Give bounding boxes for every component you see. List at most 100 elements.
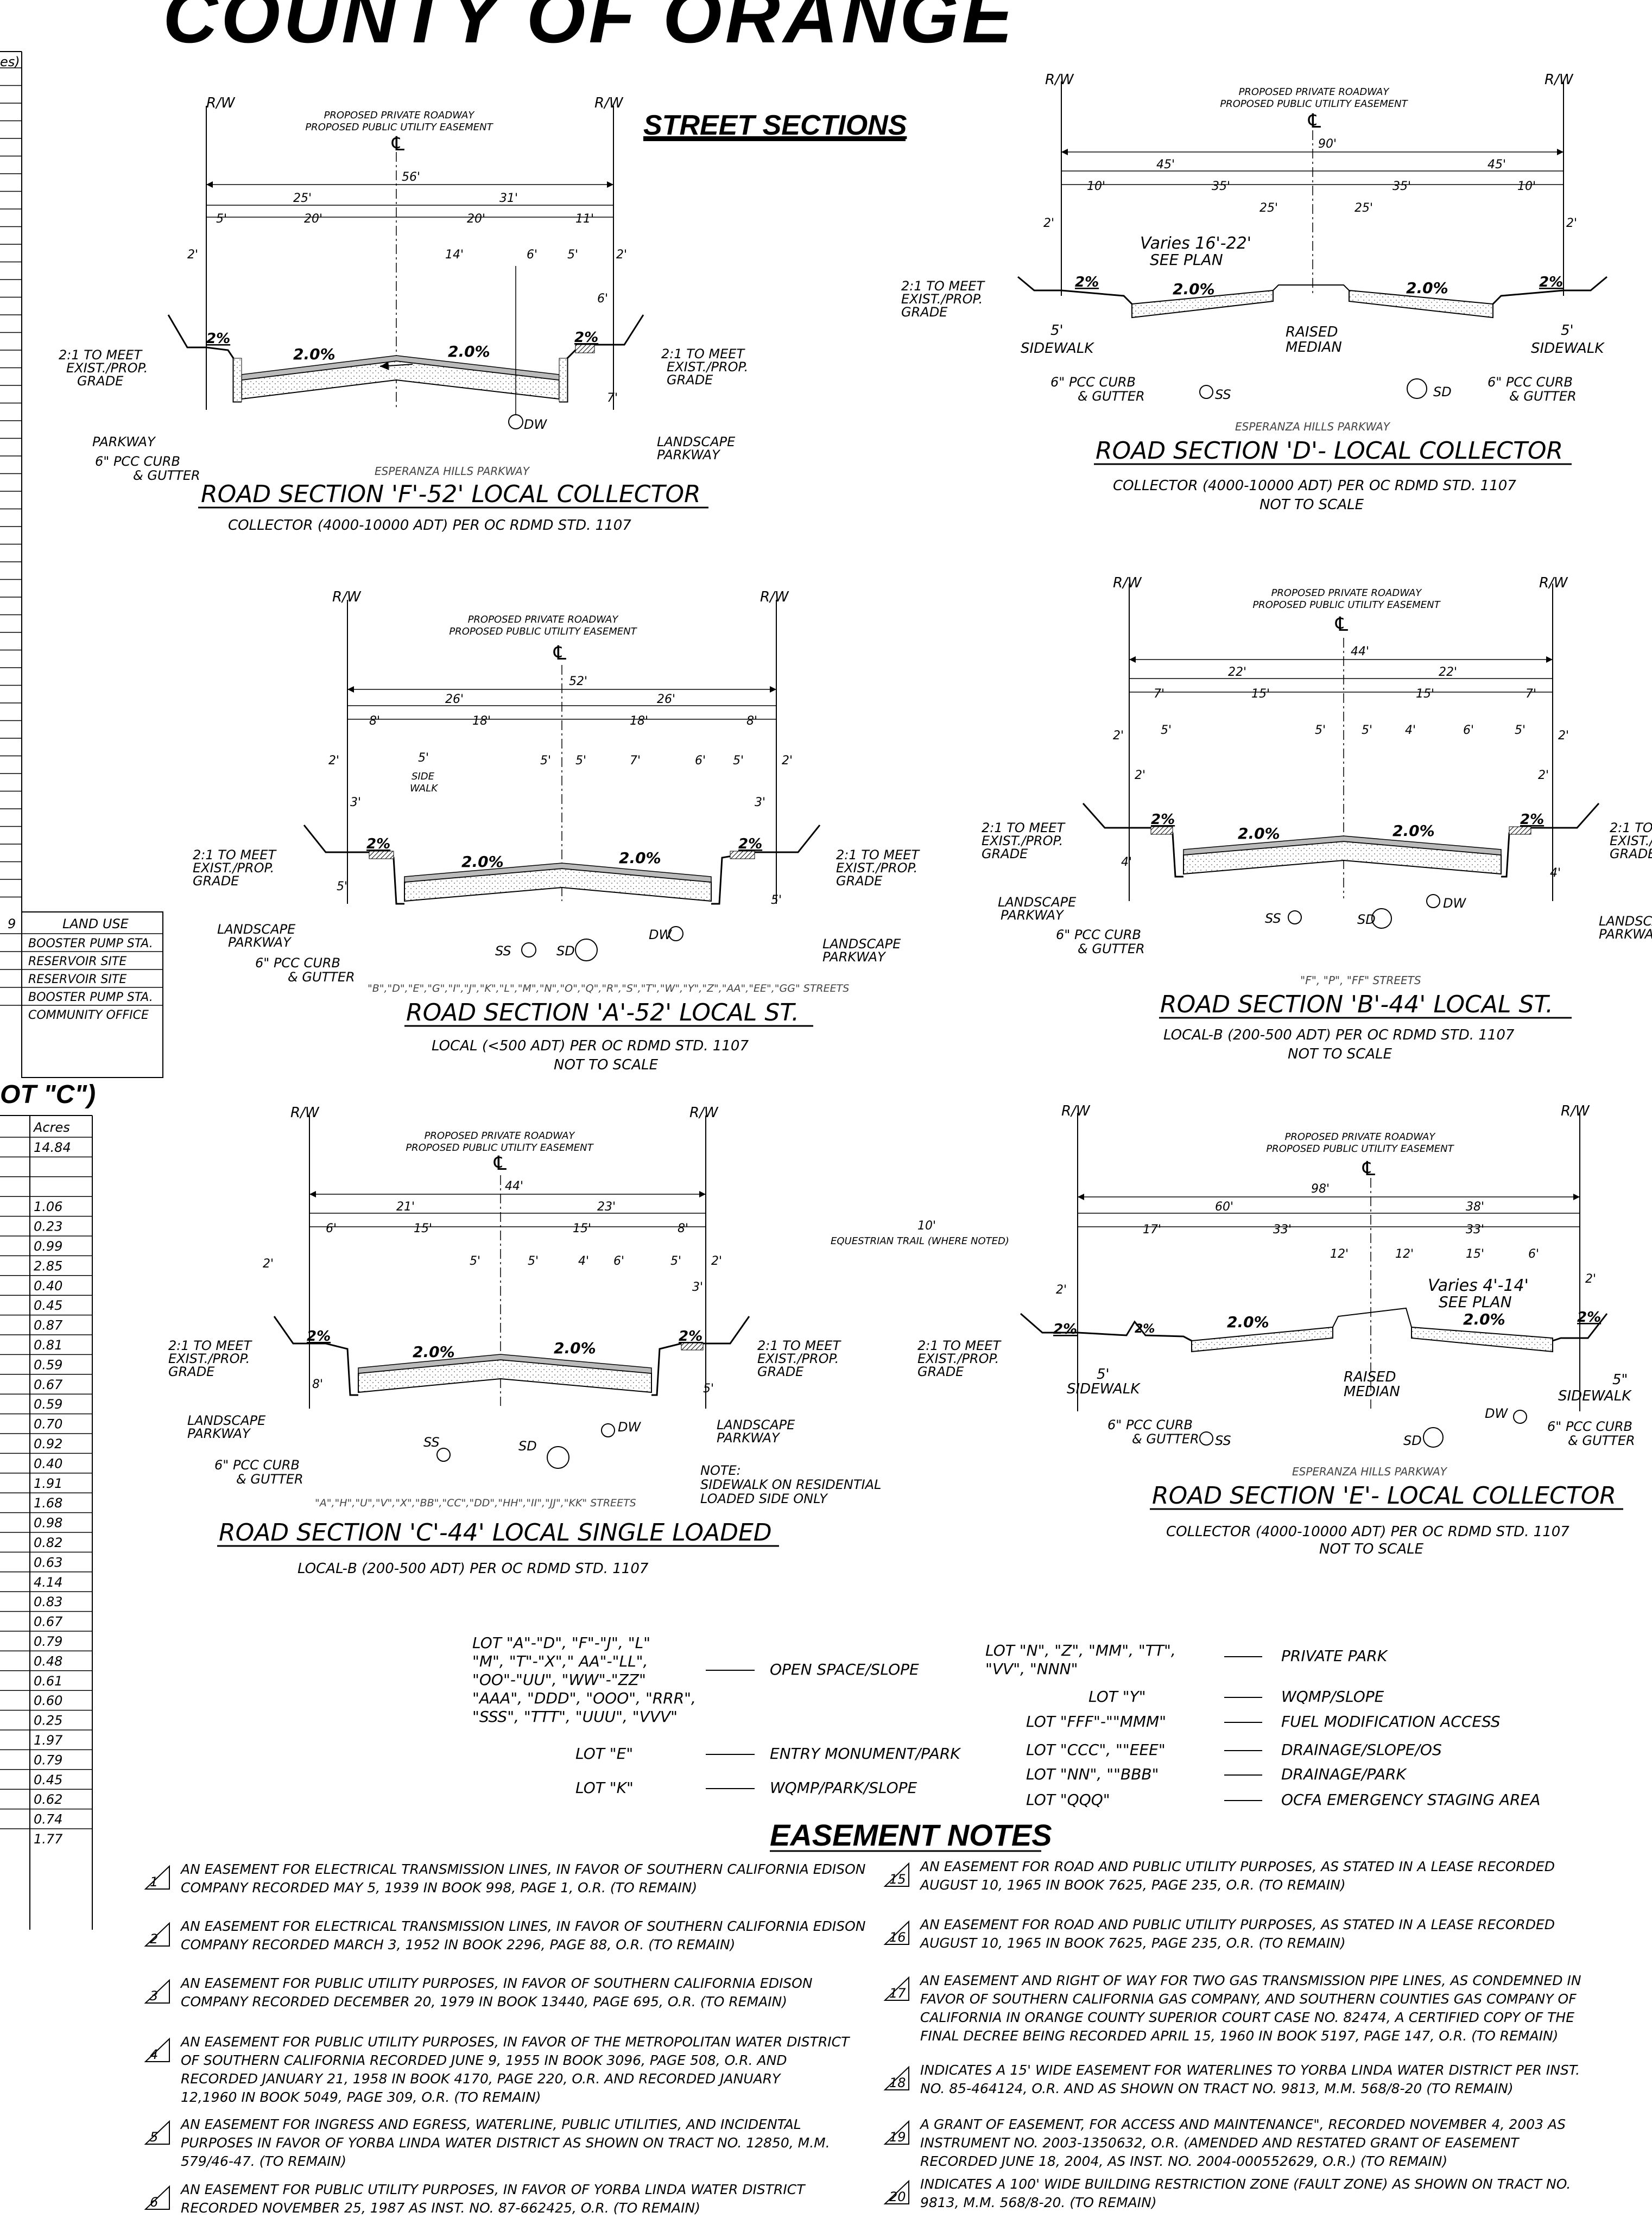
c-curb: 6" PCC CURB: [214, 1457, 300, 1473]
e-dim-17: 17': [1143, 1223, 1161, 1237]
acres-value: 0.59: [34, 1357, 62, 1372]
acres-value: 0.87: [34, 1318, 63, 1333]
pct-f-left: 2%: [206, 331, 230, 347]
c-parkway-r: PARKWAY: [717, 1430, 781, 1446]
d-proposed-roadway: PROPOSED PRIVATE ROADWAY: [1239, 86, 1390, 98]
acres-value: 0.63: [34, 1555, 62, 1570]
dim-f-2: 2': [616, 248, 627, 262]
b-sub: LOCAL-B (200-500 ADT) PER OC RDMD STD. 1…: [1163, 1027, 1515, 1043]
dim-f-25: 25': [293, 192, 312, 205]
e-gutter-l: & GUTTER: [1132, 1431, 1199, 1447]
b-pct-b: 2.0%: [1393, 822, 1435, 840]
c-dw: DW: [618, 1419, 641, 1435]
d-gutter-l: & GUTTER: [1078, 389, 1145, 404]
note-triangle-icon: [883, 1920, 909, 1945]
f-slope-r1: 2:1 TO MEET: [661, 346, 745, 362]
c-sd: SD: [518, 1438, 537, 1454]
c-slope-l3: GRADE: [168, 1364, 215, 1379]
b-title: ROAD SECTION 'B'-44' LOCAL ST.: [1160, 991, 1553, 1018]
d-pct-a: 2.0%: [1173, 280, 1215, 298]
acres-value: 0.62: [34, 1792, 62, 1807]
c-dim-15a: 15': [414, 1222, 432, 1235]
c-parkway-l: PARKWAY: [187, 1426, 251, 1441]
page-title: COUNTY OF ORANGE: [163, 0, 1016, 59]
a-landscape-r: LANDSCAPE: [822, 936, 901, 952]
a-parkway-r: PARKWAY: [822, 949, 887, 965]
f-street: ESPERANZA HILLS PARKWAY: [375, 465, 530, 478]
b-pct-a: 2.0%: [1238, 825, 1280, 842]
acres-value: 1.68: [34, 1495, 62, 1511]
e-pct-r: 2%: [1577, 1309, 1601, 1326]
lot-use: PRIVATE PARK: [1281, 1647, 1389, 1665]
f-slope-l2: EXIST./PROP.: [66, 360, 148, 376]
e-slope-3: GRADE: [917, 1364, 964, 1379]
d-sidewalk-5b: 5': [1561, 322, 1574, 339]
acres-value: 0.59: [34, 1397, 62, 1412]
f-slope-l3: GRADE: [77, 373, 124, 389]
b-dim-4a: 4': [1121, 855, 1132, 869]
note-triangle-icon: [883, 1976, 909, 2001]
b-rw-right: R/W: [1539, 575, 1568, 591]
d-dim-45b: 45': [1488, 158, 1506, 172]
note-triangle-icon: [144, 2120, 170, 2145]
dim-f-5: 5': [216, 212, 227, 226]
d-sub: COLLECTOR (4000-10000 ADT) PER OC RDMD S…: [1113, 478, 1516, 494]
road-section-d: R/W R/W PROPOSED PRIVATE ROADWAY PROPOSE…: [901, 72, 1607, 513]
left-table-top-partial-header: es): [0, 54, 20, 69]
e-dim-12b: 12': [1395, 1247, 1414, 1261]
c-proposed-roadway: PROPOSED PRIVATE ROADWAY: [425, 1130, 576, 1142]
b-ss: SS: [1265, 911, 1281, 926]
f-slope-l1: 2:1 TO MEET: [59, 347, 143, 363]
note-triangle-icon: [144, 1922, 170, 1947]
e-dim-2a: 2': [1056, 1283, 1067, 1297]
acres-value: 2.85: [34, 1258, 62, 1273]
a-walk: WALK: [410, 783, 438, 794]
a-gutter: & GUTTER: [288, 969, 355, 985]
f-dw: DW: [524, 417, 547, 432]
b-landscape-r: LANDSCAPE: [1599, 914, 1652, 929]
acres-value: 0.74: [34, 1812, 62, 1827]
note-number: 3: [150, 1988, 158, 2004]
c-dim-2b: 2': [711, 1254, 722, 1268]
e-raised: RAISED: [1344, 1369, 1396, 1385]
b-slope-l1: 2:1 TO MEET: [982, 820, 1066, 835]
d-varies: Varies 16'-22': [1140, 234, 1251, 253]
d-sidewalk-l: SIDEWALK: [1021, 340, 1094, 357]
d-dim-25a: 25': [1259, 201, 1278, 215]
c-note: NOTE:: [700, 1463, 741, 1478]
c-dim-15b: 15': [573, 1222, 591, 1235]
d-dim-45a: 45': [1156, 158, 1175, 172]
acres-value: 0.48: [34, 1653, 62, 1669]
b-dim-7b: 7': [1526, 687, 1536, 701]
e-street: ESPERANZA HILLS PARKWAY: [1292, 1465, 1448, 1478]
b-centerline: ℄: [1335, 613, 1348, 636]
b-slope-r1: 2:1 TO MEET: [1610, 820, 1652, 835]
dim-f-31: 31': [499, 192, 518, 205]
a-dim-3b: 3': [755, 796, 765, 809]
land-use-table: [21, 911, 163, 1078]
pct-f-b: 2.0%: [448, 343, 490, 360]
a-slope-r3: GRADE: [836, 873, 883, 889]
b-landscape-l: LANDSCAPE: [998, 895, 1077, 910]
note-text: AN EASEMENT FOR ELECTRICAL TRANSMISSION …: [180, 1861, 866, 1896]
a-dim-2a: 2': [328, 754, 339, 768]
a-dim-8b: 8': [746, 714, 757, 728]
road-section-a: R/W R/W PROPOSED PRIVATE ROADWAY PROPOSE…: [193, 589, 920, 1073]
note-number: 20: [889, 2189, 906, 2204]
acres-value: 4.14: [34, 1575, 62, 1590]
note-number: 6: [150, 2195, 158, 2210]
d-dim-35b: 35': [1393, 180, 1411, 193]
b-dim-2d: 2': [1538, 769, 1549, 782]
b-dw: DW: [1443, 896, 1466, 911]
a-proposed-pue: PROPOSED PUBLIC UTILITY EASEMENT: [449, 626, 637, 637]
proposed-pue: PROPOSED PUBLIC UTILITY EASEMENT: [305, 122, 493, 133]
f-sub: COLLECTOR (4000-10000 ADT) PER OC RDMD S…: [228, 517, 631, 534]
dim-f-11: 11': [575, 212, 594, 226]
lot-group: LOT "FFF"-""MMM": [1026, 1713, 1166, 1731]
e-proposed-roadway: PROPOSED PRIVATE ROADWAY: [1285, 1131, 1436, 1143]
a-slope-l1: 2:1 TO MEET: [193, 847, 277, 863]
e-pct-l: 2%: [1053, 1321, 1077, 1338]
d-title: ROAD SECTION 'D'- LOCAL COLLECTOR: [1096, 437, 1563, 465]
d-nts: NOT TO SCALE: [1259, 497, 1364, 513]
a-pct-a: 2.0%: [461, 853, 504, 871]
